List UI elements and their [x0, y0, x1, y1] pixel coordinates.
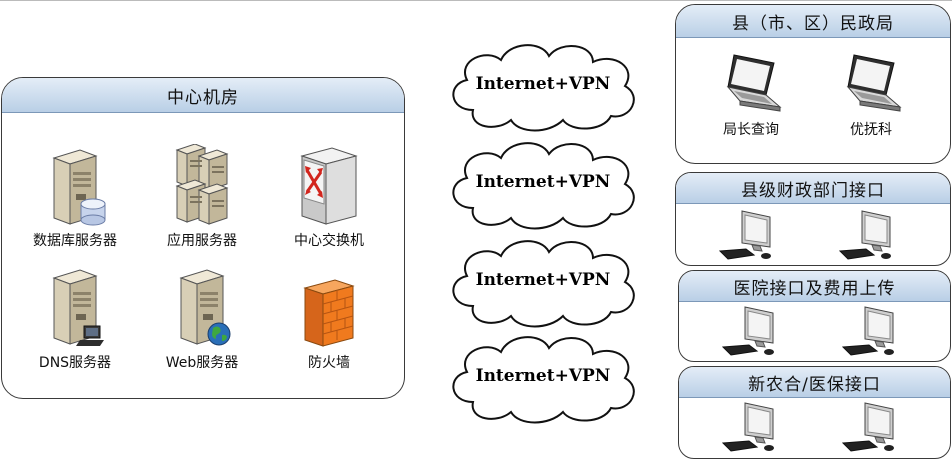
special-care-dept-node: 优抚科	[826, 51, 916, 139]
database-server-node: 数据库服务器	[20, 148, 130, 250]
cloud-label-1: Internet+VPN	[475, 74, 611, 94]
cloud-icon	[452, 44, 635, 132]
cloud-icon	[452, 240, 635, 328]
cloud-label-2: Internet+VPN	[475, 172, 611, 192]
medical-insurance-interface-panel: 新农合/医保接口	[678, 366, 951, 459]
cloud-icon	[452, 142, 635, 230]
workstation-icon	[838, 210, 891, 260]
director-query-label: 局长查询	[723, 122, 779, 138]
civil-affairs-bureau-panel: 县（市、区）民政局 局长查询 优抚科	[675, 4, 951, 164]
top-border	[0, 0, 952, 1]
internet-vpn-cloud-1: Internet+VPN	[443, 38, 643, 134]
application-server-icon	[175, 144, 229, 225]
cloud-label-3: Internet+VPN	[475, 270, 611, 290]
database-server-label: 数据库服务器	[33, 233, 117, 249]
workstation-icon	[721, 402, 774, 452]
hospital-interface-panel: 医院接口及费用上传	[678, 270, 951, 362]
dns-server-icon	[52, 269, 104, 346]
laptop-icon	[726, 54, 782, 112]
web-server-node: Web服务器	[147, 268, 257, 372]
core-switch-node: 中心交换机	[274, 146, 384, 250]
internet-vpn-cloud-4: Internet+VPN	[443, 330, 643, 426]
county-finance-interface-title: 县级财政部门接口	[676, 173, 950, 204]
laptop-icon	[846, 54, 902, 112]
internet-vpn-cloud-2: Internet+VPN	[443, 136, 643, 232]
application-server-label: 应用服务器	[167, 233, 237, 249]
firewall-icon	[303, 279, 355, 347]
civil-affairs-bureau-title: 县（市、区）民政局	[676, 5, 950, 38]
firewall-label: 防火墙	[308, 355, 350, 371]
workstation-icon	[841, 306, 894, 356]
director-query-node: 局长查询	[706, 51, 796, 139]
special-care-dept-label: 优抚科	[850, 122, 892, 138]
database-server-icon	[52, 149, 106, 226]
web-server-icon	[179, 269, 231, 346]
workstation-icon	[718, 210, 771, 260]
cloud-icon	[452, 336, 635, 424]
core-switch-icon	[300, 147, 358, 225]
firewall-node: 防火墙	[274, 278, 384, 372]
workstation-icon	[721, 306, 774, 356]
cloud-label-4: Internet+VPN	[475, 366, 611, 386]
dns-server-label: DNS服务器	[38, 355, 112, 371]
internet-vpn-cloud-3: Internet+VPN	[443, 234, 643, 330]
county-finance-interface-panel: 县级财政部门接口	[675, 172, 951, 266]
medical-insurance-interface-title: 新农合/医保接口	[679, 367, 950, 398]
application-server-node: 应用服务器	[147, 144, 257, 250]
dns-server-node: DNS服务器	[20, 268, 130, 372]
core-switch-label: 中心交换机	[294, 233, 364, 249]
center-room-panel: 中心机房 数据库服务器	[1, 77, 405, 399]
center-room-title: 中心机房	[2, 78, 404, 113]
workstation-icon	[841, 402, 894, 452]
hospital-interface-title: 医院接口及费用上传	[679, 271, 950, 302]
web-server-label: Web服务器	[165, 355, 239, 371]
